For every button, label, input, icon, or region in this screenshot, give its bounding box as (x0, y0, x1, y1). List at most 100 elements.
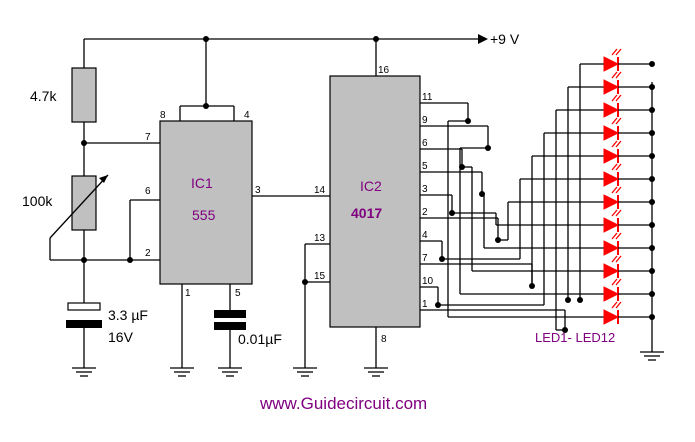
led (472, 255, 655, 279)
junction-dot (577, 297, 583, 303)
output-wiring (420, 64, 583, 333)
output-net (420, 133, 545, 308)
ic2-out-pin-label: 10 (422, 276, 434, 287)
led-triangle (603, 148, 620, 164)
junction-dot (439, 256, 445, 262)
led-arrow (615, 232, 622, 240)
output-net (420, 194, 497, 225)
led (544, 117, 655, 141)
ic2-out-pin-label: 6 (422, 138, 428, 149)
junction-dot (449, 210, 455, 216)
led (520, 163, 655, 187)
led-triangle (603, 79, 620, 95)
led-arrow (611, 278, 618, 286)
led-triangle (603, 217, 620, 233)
led (580, 48, 655, 72)
junction-dot (495, 237, 501, 243)
ic2-out-pin-label: 9 (422, 115, 428, 126)
ic1-pin6-label: 6 (145, 186, 151, 197)
led-arrow (611, 48, 618, 56)
ic1-name: IC1 (191, 175, 213, 191)
ic1-pin3-label: 3 (255, 185, 261, 196)
led-triangle (603, 102, 620, 118)
output-net (420, 202, 509, 243)
potentiometer-100k (71, 175, 97, 231)
c2-label: 0.01µF (238, 331, 282, 347)
resistor-4-7k (71, 67, 97, 123)
led-arrow (611, 71, 618, 79)
output-net (420, 171, 485, 248)
led-arrow (615, 48, 622, 56)
led-arrow (611, 186, 618, 194)
led-arrow (615, 94, 622, 102)
ic1-pin7-label: 7 (145, 132, 151, 143)
ic2-pin14-label: 14 (314, 185, 326, 196)
ic1-pin5-label: 5 (235, 288, 241, 299)
ic1-part: 555 (192, 207, 216, 223)
supply-rail (84, 34, 488, 44)
led-ground-rail (640, 82, 664, 361)
led-arrow (615, 140, 622, 148)
led (496, 209, 655, 233)
r1-label: 4.7k (30, 88, 57, 104)
led-arrow (615, 117, 622, 125)
c2-plate-top (214, 310, 246, 318)
ic2-pin16-label: 16 (378, 65, 390, 76)
led-arrow (615, 163, 622, 171)
led-triangle (603, 194, 620, 210)
junction-dot (435, 302, 441, 308)
timing-network (49, 39, 160, 377)
led-arrow (615, 278, 622, 286)
led-triangle (603, 56, 620, 72)
led-arrow (611, 209, 618, 217)
c1-value-label: 3.3 µF (108, 307, 148, 323)
output-net (420, 102, 471, 317)
led (568, 71, 655, 95)
led-label: LED1- LED12 (535, 330, 615, 345)
junction-dot (562, 327, 568, 333)
led-triangle (603, 286, 620, 302)
ic2-out-pin-label: 1 (422, 299, 428, 310)
led-arrow (615, 301, 622, 309)
ic1-pin8-label: 8 (160, 110, 166, 121)
ic2-name: IC2 (360, 178, 382, 194)
output-net (420, 148, 473, 271)
junction-dot (565, 297, 571, 303)
led-arrow (615, 255, 622, 263)
led-arrow (615, 209, 622, 217)
led (508, 186, 655, 210)
website-link[interactable]: www.Guidecircuit.com (259, 394, 427, 413)
led-triangle (603, 240, 620, 256)
ic1-pin2-label: 2 (145, 248, 151, 259)
led-triangle (603, 125, 620, 141)
led (532, 140, 655, 164)
ic2-out-pin-label: 2 (422, 207, 428, 218)
junction-dot (465, 118, 471, 124)
led (484, 232, 655, 256)
supply-label: +9 V (490, 31, 520, 47)
led-triangle (603, 309, 620, 325)
led-triangle (603, 263, 620, 279)
capacitor-plus-plate (67, 302, 101, 311)
led-arrow (611, 94, 618, 102)
pot-label: 100k (22, 193, 53, 209)
led-triangle (603, 171, 620, 187)
c1-voltage-label: 16V (108, 329, 134, 345)
led-arrow (615, 186, 622, 194)
ic2-out-pin-label: 7 (422, 253, 428, 264)
led (556, 94, 655, 118)
ic2-pin15-label: 15 (314, 271, 326, 282)
ic1-pin1-label: 1 (185, 288, 191, 299)
junction-dot (485, 145, 491, 151)
output-net (420, 110, 568, 333)
junction-dot (649, 61, 655, 67)
led-arrow (611, 140, 618, 148)
ic2-out-pin-label: 3 (422, 184, 428, 195)
ic2-out-pin-label: 5 (422, 161, 428, 172)
led-column (448, 48, 655, 325)
led-arrow (611, 301, 618, 309)
led-arrow (611, 255, 618, 263)
